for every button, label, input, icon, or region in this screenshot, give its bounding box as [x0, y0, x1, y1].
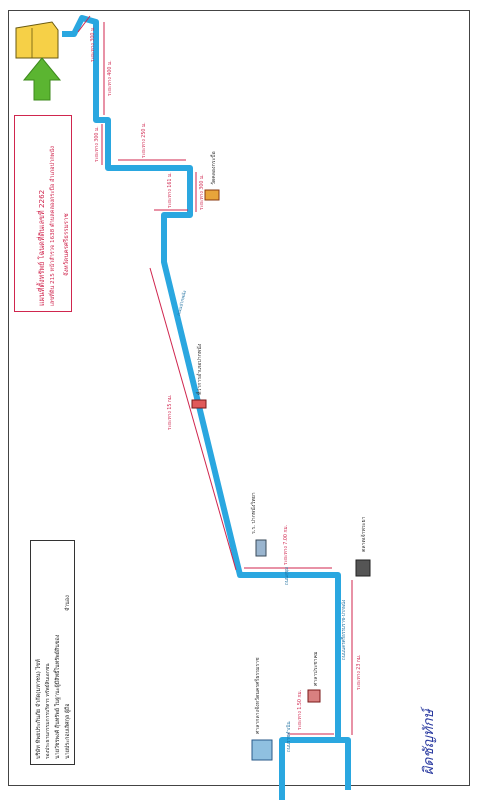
distance-label-5: ระยะทาง 161 ม.	[168, 172, 173, 208]
distance-label-6: ระยะทาง 300 ม.	[200, 174, 205, 210]
north-arrow-icon	[22, 57, 62, 101]
distance-label-7: ระยะทาง 15 กม.	[168, 394, 173, 430]
legend-role-2: จำนอง	[65, 595, 71, 611]
school-label: ร.ร. ปากพนังวิทยา	[251, 492, 257, 534]
temple-label: วัดคลองกระบือ	[211, 151, 217, 185]
distance-label-2: ระยะทาง 400 ม.	[108, 60, 113, 96]
distance-label-10: ระยะทาง 1.50 กม.	[298, 689, 303, 730]
distance-label-4: ระยะทาง 300 ม.	[95, 126, 100, 162]
info-line-2: เลขที่ดิน 215 หน้าสำรวจ 1638 ตำบลคลองกระ…	[50, 146, 56, 306]
distance-markers	[77, 15, 353, 735]
info-line-3: จังหวัดนครศรีธรรมราช	[63, 213, 70, 276]
office-icon[interactable]	[251, 739, 273, 761]
owner-legend-box: บริษัท ทิพยประกันภัย จำกัด(มหาชน) ไซท์ ร…	[30, 540, 75, 765]
signature: ผิดชัญทักษ์	[421, 709, 437, 775]
station-label: ตลาดเจ้าพระยา	[361, 516, 367, 553]
station-icon[interactable]	[355, 559, 371, 577]
distance-label-8: ระยะทาง 7.00 กม.	[284, 524, 289, 565]
road-label-4: ถนนราชดำเนิน	[287, 721, 292, 752]
map-sheet	[8, 10, 470, 786]
legend-name-2: นายประกอบเลิศกุล ผู้ถือ	[65, 703, 71, 759]
distance-label-1: ระยะทาง 300 ม.	[91, 26, 96, 62]
legend-name-1: นายวัชรพงศ์ สุ้นทรัพย์ ในฐานะผู้มีสิทธิ์…	[55, 634, 61, 759]
legend-role-1: รองประธานกรรมการบริหาร ทรัพย์สินเอกชน	[45, 663, 51, 759]
route-line-center	[338, 737, 351, 790]
hospital-icon[interactable]	[191, 399, 207, 409]
school-icon[interactable]	[255, 539, 267, 557]
site-parcel[interactable]	[15, 21, 59, 59]
road-label-3: ถนนนครศรีธรรมราช-ปากพนัง	[342, 599, 347, 660]
distance-label-3: ระยะทาง 250 ม.	[142, 122, 147, 158]
legend-company: บริษัท ทิพยประกันภัย จำกัด(มหาชน) ไซท์	[36, 659, 42, 759]
route-line	[62, 15, 341, 800]
hall-label: ศาลาประชาคม	[313, 651, 319, 687]
info-line-1: แผนที่ตั้งทรัพย์ โฉนดที่ดินเลขที่ 2262	[37, 189, 46, 306]
temple-icon[interactable]	[204, 189, 220, 201]
distance-label-9: ระยะทาง 23 กม.	[357, 654, 362, 690]
property-info-box: แผนที่ตั้งทรัพย์ โฉนดที่ดินเลขที่ 2262 เ…	[14, 115, 72, 312]
office-label: ศาลากลางจังหวัดนครศรีธรรมราช	[255, 657, 261, 734]
hospital-label: ที่ว่าการอำเภอปากพนัง	[197, 343, 203, 395]
road-label-2: ถนนสุขุม	[285, 566, 290, 585]
hall-icon[interactable]	[307, 689, 321, 703]
